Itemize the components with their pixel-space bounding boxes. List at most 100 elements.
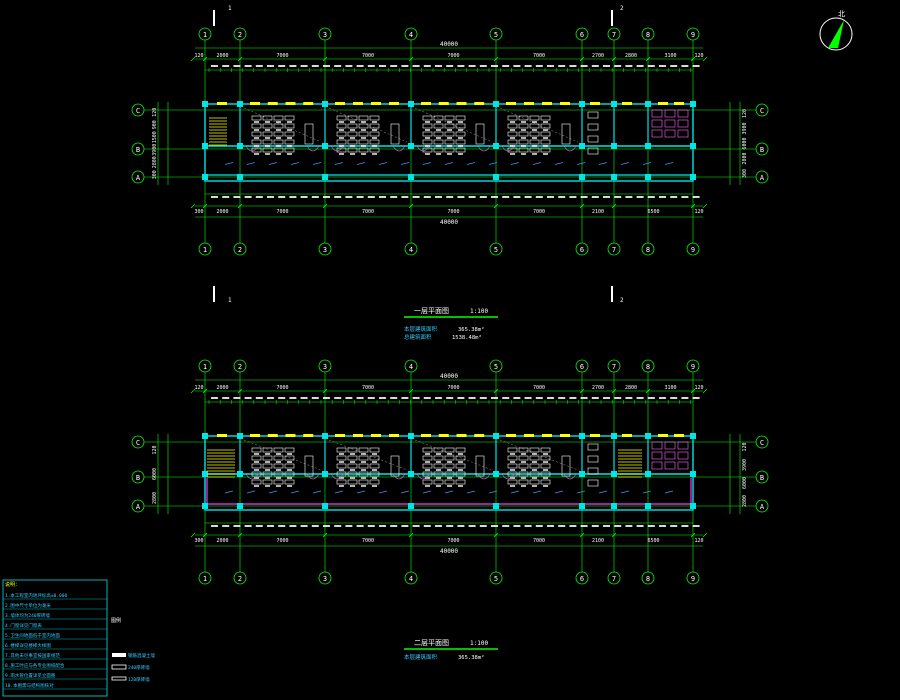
desk bbox=[358, 463, 369, 469]
detail-dim-mark bbox=[659, 525, 666, 527]
desk bbox=[422, 447, 433, 453]
detail-dim-mark bbox=[412, 65, 420, 67]
desk bbox=[251, 123, 262, 129]
top-bay-dim-text: 2700 bbox=[592, 53, 604, 59]
grid-bubble-4 bbox=[404, 27, 418, 41]
window bbox=[674, 102, 684, 105]
desk bbox=[518, 447, 529, 453]
desk bbox=[336, 131, 347, 137]
desk bbox=[444, 447, 455, 453]
desk bbox=[358, 115, 369, 121]
desk bbox=[262, 131, 273, 137]
diagonal-hatch bbox=[328, 439, 408, 471]
chair bbox=[425, 453, 430, 455]
chair bbox=[458, 453, 463, 455]
chair bbox=[276, 121, 281, 123]
detail-dim-mark bbox=[412, 525, 420, 527]
detail-dim-mark bbox=[670, 65, 678, 67]
toilet-stall bbox=[664, 451, 676, 460]
detail-dim-mark bbox=[412, 397, 420, 399]
office-desk bbox=[587, 467, 599, 475]
chair bbox=[532, 137, 537, 139]
dim-tick bbox=[202, 532, 208, 538]
right-dim-text: 2800 bbox=[742, 495, 748, 507]
detail-dim-mark bbox=[446, 525, 454, 527]
desk bbox=[347, 123, 358, 129]
dim-tick bbox=[611, 388, 617, 394]
chair bbox=[532, 477, 537, 479]
detail-dim-mark bbox=[233, 65, 241, 67]
office-desk bbox=[587, 123, 599, 131]
desk bbox=[284, 471, 295, 477]
note-line: 8.施工时应与各专业图纸配合 bbox=[5, 662, 65, 669]
desk bbox=[507, 455, 518, 461]
desk bbox=[518, 131, 529, 137]
desk bbox=[455, 455, 466, 461]
chair bbox=[510, 477, 515, 479]
detail-dim-mark bbox=[222, 397, 230, 399]
chair bbox=[436, 469, 441, 471]
detail-dim-mark bbox=[457, 397, 465, 399]
dim-tick bbox=[690, 203, 696, 209]
structural-column bbox=[493, 433, 499, 439]
toilet-stall bbox=[677, 461, 689, 470]
detail-dim-mark bbox=[255, 397, 263, 399]
bottom-bay-dim-text: 120 bbox=[694, 209, 703, 215]
dim-tick bbox=[190, 56, 196, 62]
desk bbox=[518, 471, 529, 477]
note-line: 3.墙体均为240厚砖墙 bbox=[5, 612, 51, 619]
office-desk bbox=[587, 443, 599, 451]
detail-dim-mark bbox=[603, 525, 610, 527]
desk bbox=[518, 115, 529, 121]
top-bay-dim-text: 2700 bbox=[592, 385, 604, 391]
structural-column bbox=[645, 143, 651, 149]
desk bbox=[433, 455, 444, 461]
corridor-drain-mark bbox=[554, 162, 564, 165]
grid-bubble-label: B bbox=[760, 146, 764, 154]
detail-dim-mark bbox=[267, 65, 274, 67]
chair bbox=[287, 121, 292, 123]
desk bbox=[273, 131, 284, 137]
detail-dim-mark bbox=[311, 196, 319, 198]
detail-dim-mark bbox=[513, 397, 521, 399]
desk bbox=[284, 463, 295, 469]
chair bbox=[425, 485, 430, 487]
desk bbox=[518, 139, 529, 145]
chair bbox=[425, 461, 430, 463]
desk bbox=[540, 131, 551, 137]
grid-bubble-5 bbox=[489, 242, 503, 256]
bottom-bay-dim-text: 7000 bbox=[276, 209, 288, 215]
section-mark-1-top: 1 bbox=[228, 5, 232, 12]
chair bbox=[265, 477, 270, 479]
chair bbox=[254, 121, 259, 123]
chair bbox=[276, 477, 281, 479]
grid-bubble-3 bbox=[318, 242, 332, 256]
dim-tick bbox=[408, 388, 414, 394]
grid-bubble-label: 6 bbox=[580, 363, 584, 371]
podium bbox=[390, 123, 400, 145]
grid-bubble-label: A bbox=[136, 174, 141, 182]
detail-dim-mark bbox=[547, 196, 554, 198]
chair bbox=[436, 453, 441, 455]
structural-column bbox=[579, 503, 585, 509]
window bbox=[421, 102, 431, 105]
detail-dim-mark bbox=[278, 65, 286, 67]
chair bbox=[543, 145, 548, 147]
chair bbox=[339, 485, 344, 487]
chair bbox=[339, 469, 344, 471]
desk bbox=[455, 447, 466, 453]
desk bbox=[251, 131, 262, 137]
detail-dim-mark bbox=[603, 196, 610, 198]
desk bbox=[433, 471, 444, 477]
grid-bubble-label: 8 bbox=[646, 31, 650, 39]
desk bbox=[336, 479, 347, 485]
detail-dim-mark bbox=[289, 196, 297, 198]
grid-bubble-7 bbox=[607, 571, 621, 585]
detail-dim-mark bbox=[468, 65, 476, 67]
dim-tick bbox=[702, 532, 708, 538]
detail-dim-mark bbox=[558, 397, 566, 399]
detail-dim-mark bbox=[367, 196, 375, 198]
detail-dim-mark bbox=[558, 65, 566, 67]
dim-tick bbox=[579, 56, 585, 62]
dim-tick bbox=[408, 532, 414, 538]
